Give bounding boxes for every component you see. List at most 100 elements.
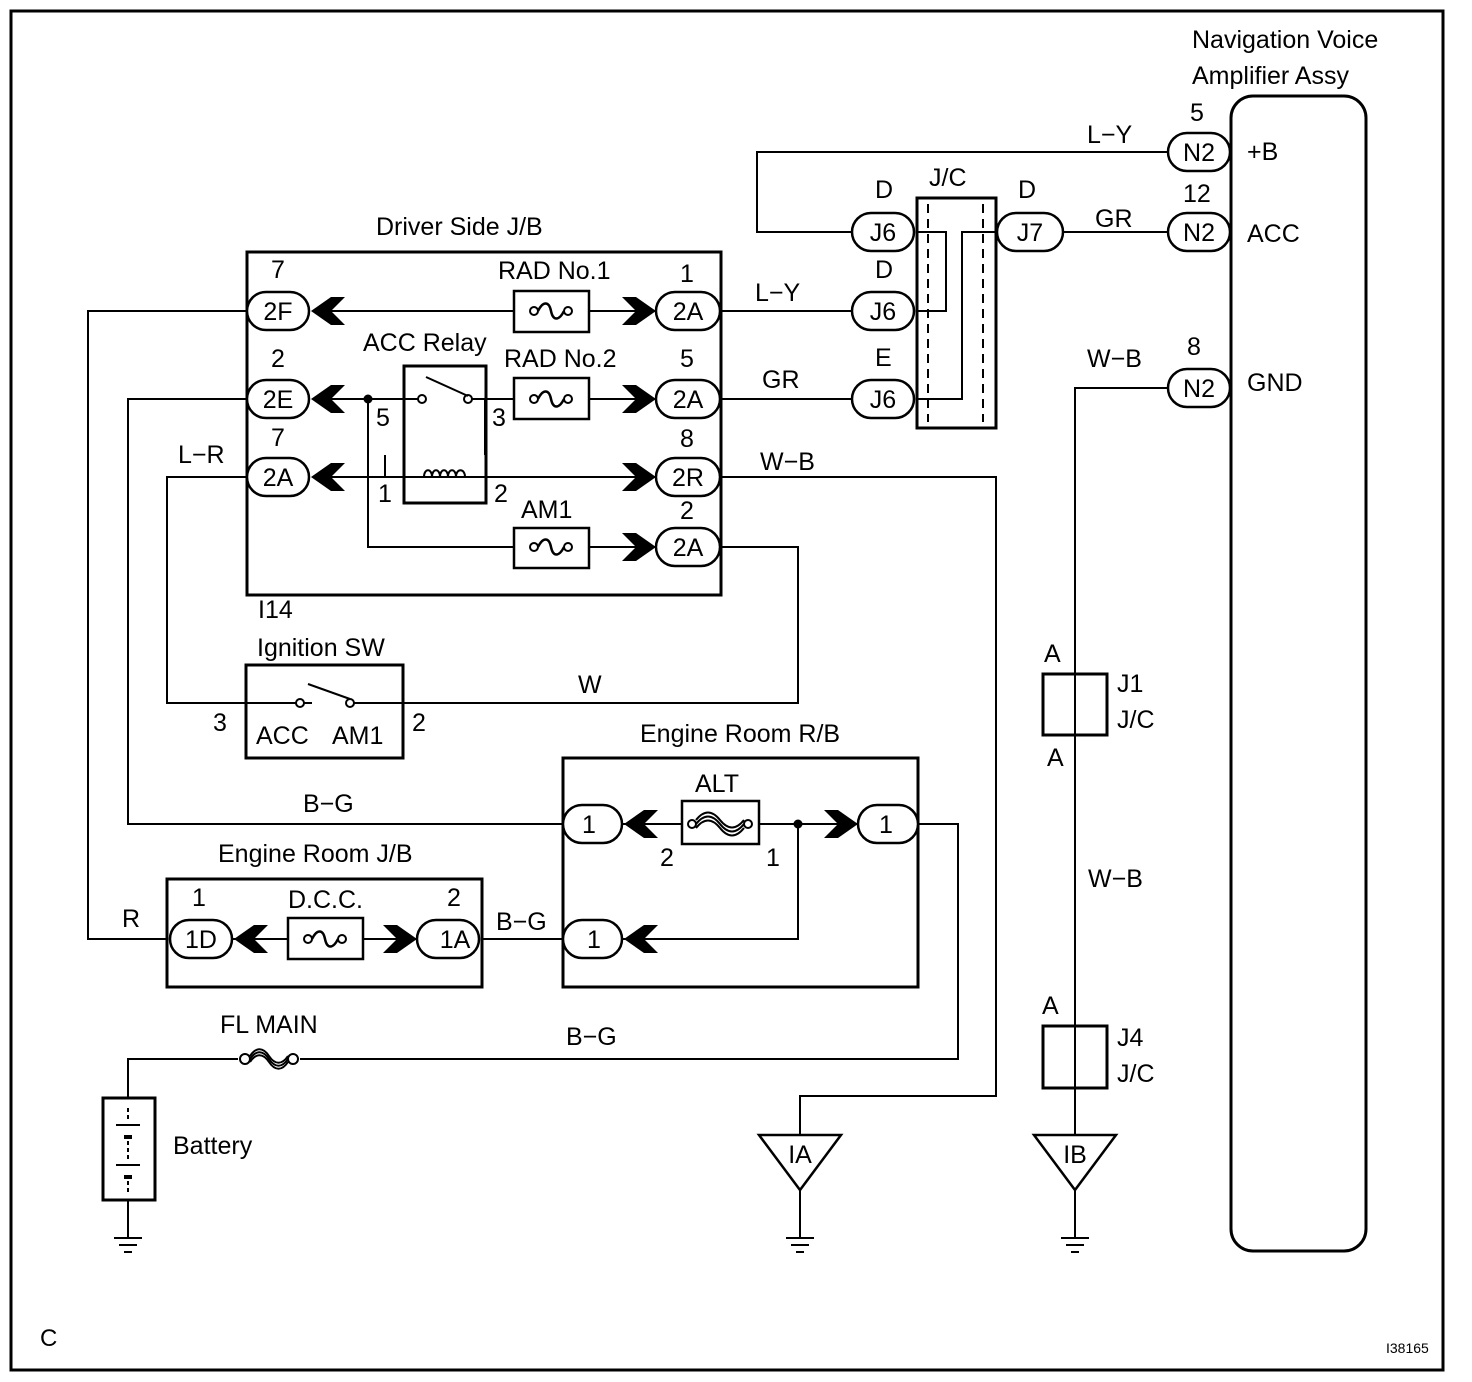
engine-room-rb-title: Engine Room R/B — [640, 720, 840, 748]
connector-1d-pin: 1 — [192, 884, 206, 912]
j4-type: J/C — [1117, 1060, 1155, 1088]
connector-1d[interactable]: 1D — [168, 918, 234, 960]
acc-relay-pin1: 1 — [378, 480, 392, 508]
rb-connector-1-left-bot[interactable]: 1 — [561, 918, 624, 960]
ground-ib-icon — [1060, 1237, 1090, 1253]
j6-connector-bot[interactable]: J6 — [850, 378, 916, 420]
ground-ib: IB — [1031, 1133, 1119, 1193]
j7-connector[interactable]: J7 — [995, 211, 1065, 253]
connector-2f[interactable]: 2F — [245, 290, 311, 332]
svg-text:J7: J7 — [1017, 219, 1043, 247]
connector-2a-left-pin: 7 — [271, 424, 285, 452]
svg-text:1: 1 — [587, 926, 601, 954]
wire-label-lr: L−R — [178, 441, 225, 469]
rad2-label: RAD No.2 — [504, 345, 617, 373]
fl-main-label: FL MAIN — [220, 1011, 318, 1039]
j4-top-pin: A — [1042, 992, 1059, 1020]
connector-2a-left[interactable]: 2A — [245, 456, 311, 498]
arrow-2r — [622, 463, 656, 491]
n2-connector-acc[interactable]: N2 — [1166, 211, 1232, 253]
battery-ground-icon — [113, 1237, 143, 1253]
nav-amp-box — [1229, 94, 1368, 1253]
nav-amp-pin-b-num: 5 — [1190, 99, 1204, 127]
dcc-fuse — [286, 916, 365, 961]
connector-1a-pin: 2 — [447, 884, 461, 912]
nav-amp-pin-gnd: GND — [1247, 369, 1303, 397]
wires — [87, 151, 1168, 1238]
arrow-1a — [383, 925, 417, 953]
wire-label-w: W — [578, 671, 602, 699]
arrow-1d — [234, 925, 268, 953]
nav-amp-title-2: Amplifier Assy — [1192, 62, 1349, 90]
connector-2a-r3[interactable]: 2A — [654, 526, 722, 568]
alt-pin1: 1 — [766, 844, 780, 872]
corner-letter: C — [40, 1325, 57, 1352]
engine-room-jb-title: Engine Room J/B — [218, 840, 413, 868]
rb-connector-1-right[interactable]: 1 — [856, 803, 920, 845]
n2-connector-gnd[interactable]: N2 — [1166, 367, 1232, 409]
junction-dot-alt — [793, 819, 803, 829]
connector-1a[interactable]: 1A — [415, 918, 481, 960]
connector-2r[interactable]: 2R — [654, 456, 722, 498]
svg-text:N2: N2 — [1183, 375, 1215, 403]
connector-2e[interactable]: 2E — [245, 378, 311, 420]
svg-text:2A: 2A — [673, 386, 704, 414]
svg-text:2E: 2E — [263, 386, 294, 414]
connector-2a-r1[interactable]: 2A — [654, 290, 722, 332]
j1-bottom-pin: A — [1047, 744, 1064, 772]
battery-symbol — [101, 1096, 157, 1202]
arrow-rb-right — [824, 810, 858, 838]
acc-relay — [384, 364, 488, 505]
j1-top-pin: A — [1044, 640, 1061, 668]
battery-label: Battery — [173, 1132, 253, 1160]
arrow-2e — [311, 385, 345, 413]
j1-jc — [1041, 672, 1109, 737]
j6-mid-pin: D — [875, 256, 893, 284]
j6-connector-mid[interactable]: J6 — [850, 290, 916, 332]
svg-text:N2: N2 — [1183, 139, 1215, 167]
j7-pin: D — [1018, 176, 1036, 204]
j4-jc — [1041, 1024, 1109, 1090]
connector-2r-pin: 8 — [680, 425, 694, 453]
svg-text:J6: J6 — [870, 386, 896, 414]
wire-label-wb-top: W−B — [1087, 345, 1142, 373]
j1-type: J/C — [1117, 706, 1155, 734]
ignition-sw-am1: AM1 — [332, 722, 383, 750]
wire-label-gr-mid: GR — [762, 366, 800, 394]
engine-room-jb — [165, 877, 484, 989]
n2-connector-b[interactable]: N2 — [1166, 131, 1232, 173]
rad1-label: RAD No.1 — [498, 257, 611, 285]
svg-text:J6: J6 — [870, 298, 896, 326]
jc-title: J/C — [929, 164, 967, 192]
am1-fuse — [512, 526, 591, 570]
alt-label: ALT — [695, 770, 739, 798]
diagram-frame — [9, 9, 1445, 1372]
j6-bot-pin: E — [875, 344, 892, 372]
wire-label-bg-bot: B−G — [566, 1023, 617, 1051]
wire-label-ly-top: L−Y — [1087, 121, 1133, 149]
nav-amp-pin-gnd-num: 8 — [1187, 333, 1201, 361]
wire-label-r: R — [122, 905, 140, 933]
rb-connector-1-left-top[interactable]: 1 — [561, 803, 624, 845]
svg-text:1: 1 — [879, 811, 893, 839]
svg-text:2A: 2A — [673, 534, 704, 562]
ignition-sw-pin2: 2 — [412, 709, 426, 737]
alt-pin2: 2 — [660, 844, 674, 872]
j6-connector-top[interactable]: J6 — [850, 211, 916, 253]
engine-room-rb — [561, 756, 920, 989]
svg-text:2F: 2F — [263, 298, 292, 326]
wire-label-bg-mid: B−G — [496, 908, 547, 936]
svg-text:1D: 1D — [185, 926, 217, 954]
connector-2a-r2[interactable]: 2A — [654, 378, 722, 420]
svg-text:1A: 1A — [440, 926, 471, 954]
svg-text:IB: IB — [1063, 1141, 1087, 1169]
svg-text:2R: 2R — [672, 464, 704, 492]
connector-2e-pin: 2 — [271, 345, 285, 373]
rad2-fuse — [512, 376, 591, 421]
nav-amp: Navigation Voice Amplifier Assy +B ACC G… — [1183, 26, 1378, 1253]
junction-dot-relay — [363, 394, 373, 404]
wire-label-wb-mid: W−B — [760, 448, 815, 476]
arrow-2a-left — [311, 463, 345, 491]
connector-2a-r3-pin: 2 — [680, 497, 694, 525]
